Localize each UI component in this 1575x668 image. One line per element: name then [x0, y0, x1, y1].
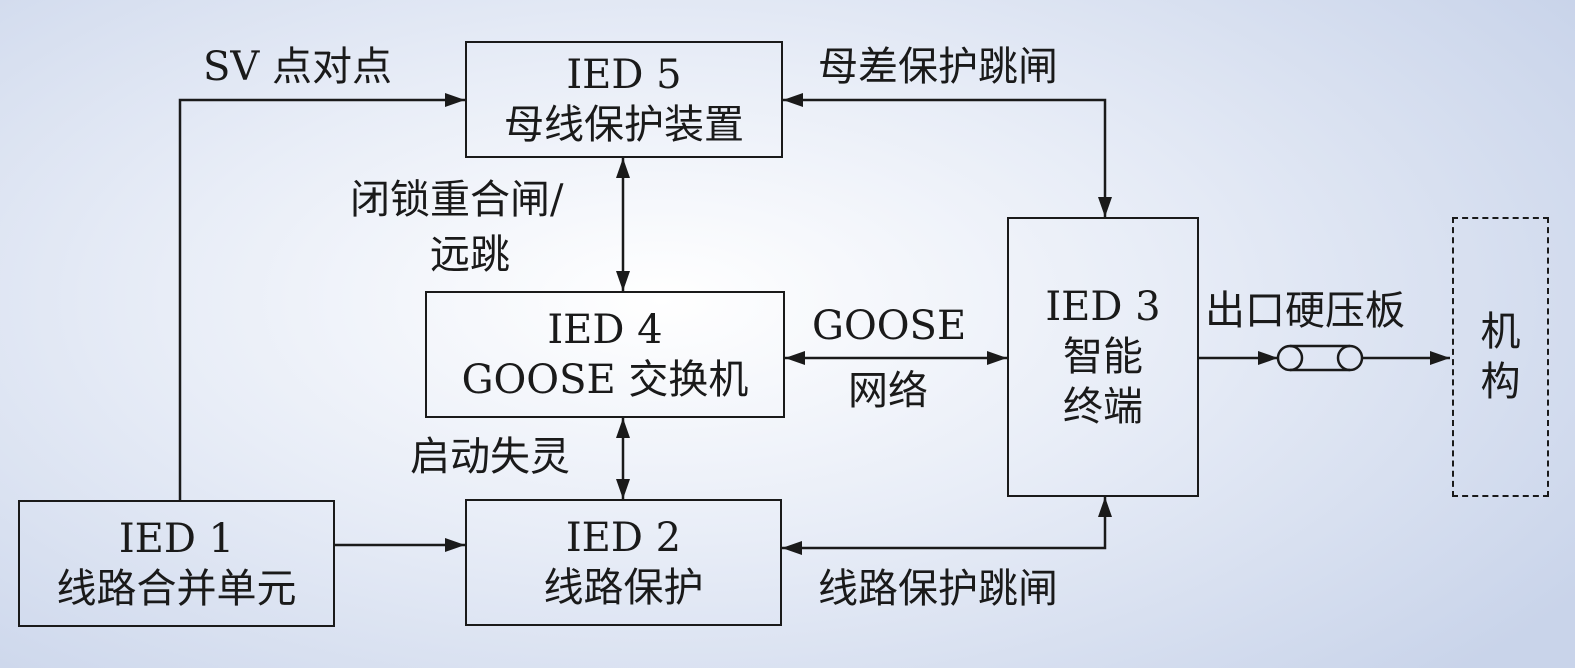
node-ied2-id: IED 2	[565, 514, 682, 561]
pressure-plate-icon	[1276, 344, 1364, 372]
label-bus-trip: 母差保护跳闸	[818, 44, 1058, 90]
edge-line-trip	[782, 497, 1112, 555]
node-mechanism-line2: 构	[1480, 359, 1521, 405]
label-goose-network-2: 网络	[848, 368, 928, 414]
label-outlet-plate: 出口硬压板	[1205, 288, 1405, 334]
node-ied3-name-1: 智能	[1063, 334, 1143, 380]
node-ied3-smart-terminal: IED 3 智能 终端	[1007, 217, 1199, 497]
node-ied1-id: IED 1	[118, 515, 235, 562]
node-ied4-goose-switch: IED 4 GOOSE 交换机	[425, 291, 785, 418]
label-block-reclose-1: 闭锁重合闸/	[350, 177, 564, 223]
node-mechanism: 机 构	[1452, 217, 1549, 497]
node-ied5-busbar-protection: IED 5 母线保护装置	[465, 41, 783, 158]
node-ied5-name: 母线保护装置	[504, 101, 744, 148]
label-sv: SV 点对点	[203, 44, 393, 90]
node-ied4-id: IED 4	[547, 306, 663, 353]
edge-sv	[178, 93, 465, 500]
node-ied2-name: 线路保护	[543, 564, 704, 611]
node-mechanism-line1: 机	[1480, 309, 1521, 355]
label-block-reclose-2: 远跳	[430, 232, 510, 278]
node-ied4-name: GOOSE 交换机	[461, 356, 749, 403]
node-ied3-name-2: 终端	[1063, 384, 1143, 430]
label-goose-network-1: GOOSE	[812, 303, 967, 349]
label-line-trip: 线路保护跳闸	[818, 566, 1058, 612]
node-ied5-id: IED 5	[566, 51, 682, 98]
node-ied1-merging-unit: IED 1 线路合并单元	[18, 500, 335, 627]
node-ied1-name: 线路合并单元	[56, 565, 297, 612]
node-ied2-line-protection: IED 2 线路保护	[465, 499, 782, 626]
label-breaker-failure: 启动失灵	[410, 434, 570, 480]
edge-bus-trip	[783, 93, 1112, 217]
node-ied3-id: IED 3	[1045, 284, 1161, 330]
